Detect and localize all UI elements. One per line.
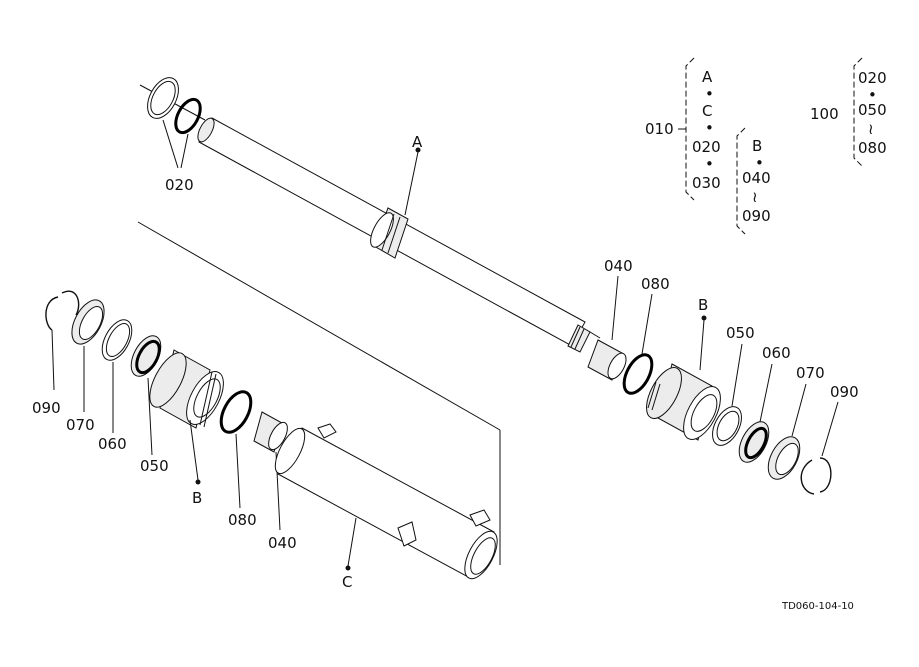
legend-dot: • bbox=[868, 86, 877, 104]
ring-060-right bbox=[738, 363, 773, 463]
legend-tilde: ≀ bbox=[868, 120, 874, 138]
snap-ring-090-left bbox=[45, 290, 80, 391]
legend-010-item-1: A bbox=[702, 68, 713, 86]
oring-080-left bbox=[219, 390, 253, 509]
legend-dot: • bbox=[705, 85, 714, 103]
label-020: 020 bbox=[165, 176, 194, 194]
ring-050-left bbox=[130, 335, 162, 456]
label-b-left: B bbox=[192, 489, 202, 507]
legend-010-item-2: C bbox=[702, 102, 712, 120]
legend-kitb-item-2: 040 bbox=[742, 169, 771, 187]
label-rod-a: A bbox=[412, 133, 423, 151]
label-070-left: 070 bbox=[66, 416, 95, 434]
gland-b-left bbox=[149, 349, 224, 485]
rings-020 bbox=[147, 77, 202, 169]
label-050-left: 050 bbox=[140, 457, 169, 475]
legend-010-code: 010 bbox=[645, 120, 674, 138]
wiper-070-right bbox=[767, 383, 807, 480]
label-070-right: 070 bbox=[796, 364, 825, 382]
gland-b-right bbox=[646, 315, 721, 441]
rod-label-leader bbox=[404, 147, 421, 216]
oring-080-right bbox=[622, 293, 654, 395]
label-080-left: 080 bbox=[228, 511, 257, 529]
legend-010-item-3: 020 bbox=[692, 138, 721, 156]
legend-010-item-4: 030 bbox=[692, 174, 721, 192]
part-labels: A 020 090 070 060 050 B 080 040 C 040 08… bbox=[32, 133, 859, 591]
legend-kitb-item-1: B bbox=[752, 137, 762, 155]
assembly-legend: 010 A • C • 020 • 030 B • 040 ≀ 090 100 … bbox=[645, 57, 887, 235]
label-090-right: 090 bbox=[830, 383, 859, 401]
cylinder-tube-c bbox=[274, 423, 498, 580]
legend-100-item-2: 050 bbox=[858, 101, 887, 119]
drawing-code: TD060-104-10 bbox=[781, 601, 854, 612]
wiper-070-left bbox=[71, 299, 105, 412]
legend-100-code: 100 bbox=[810, 105, 839, 123]
label-040-left: 040 bbox=[268, 534, 297, 552]
legend-100-item-3: 080 bbox=[858, 139, 887, 157]
ring-060-left bbox=[101, 319, 133, 433]
label-060-right: 060 bbox=[762, 344, 791, 362]
label-090-left: 090 bbox=[32, 399, 61, 417]
bushing-040-left bbox=[253, 411, 288, 531]
legend-dot: • bbox=[755, 154, 764, 172]
reference-lines bbox=[137, 221, 501, 565]
label-b-right: B bbox=[698, 296, 708, 314]
label-060-left: 060 bbox=[98, 435, 127, 453]
label-040-right: 040 bbox=[604, 257, 633, 275]
legend-100-item-1: 020 bbox=[858, 69, 887, 87]
legend-kitb-item-3: 090 bbox=[742, 207, 771, 225]
label-080-right: 080 bbox=[641, 275, 670, 293]
bushing-040-right bbox=[587, 275, 627, 381]
snap-ring-090-right bbox=[800, 401, 839, 495]
ring-050-right bbox=[712, 343, 743, 446]
legend-dot: • bbox=[705, 119, 714, 137]
label-tube-c: C bbox=[342, 573, 352, 591]
legend-tilde: ≀ bbox=[752, 188, 758, 206]
piston-rod bbox=[139, 84, 601, 353]
legend-dot: • bbox=[705, 155, 714, 173]
label-050-right: 050 bbox=[726, 324, 755, 342]
